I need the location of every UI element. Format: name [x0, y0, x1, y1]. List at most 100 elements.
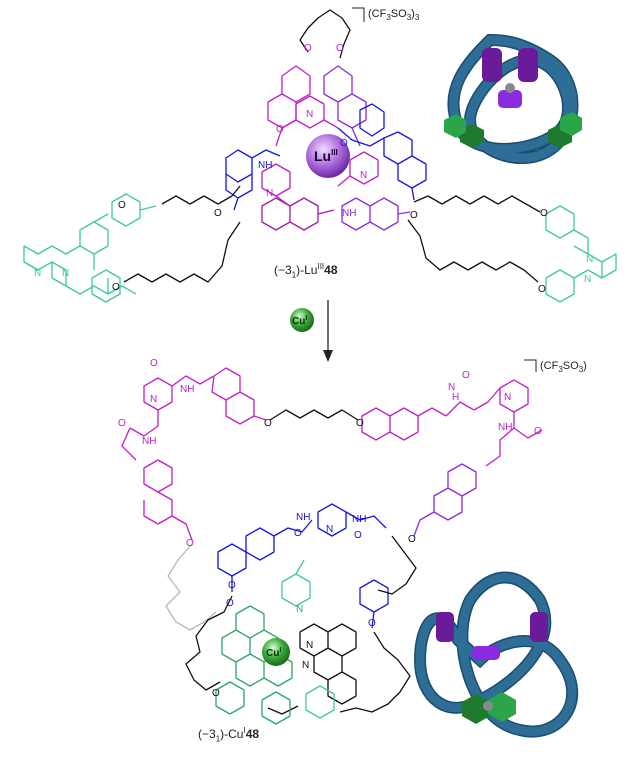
- bottom-knot-cartoon: [413, 571, 579, 738]
- svg-text:O: O: [150, 358, 158, 369]
- bottom-left-naphthalene: [143, 459, 193, 541]
- svg-text:O: O: [336, 43, 344, 54]
- svg-text:N: N: [504, 392, 511, 403]
- top-name-mid: )-Lu: [296, 263, 318, 277]
- bottom-name-ox: I: [243, 726, 246, 735]
- bottom-black-ether-lower-right: [339, 631, 411, 713]
- svg-text:N: N: [586, 254, 593, 265]
- svg-text:N: N: [360, 170, 367, 181]
- lu-ion-sphere: [306, 134, 350, 178]
- svg-text:NH: NH: [142, 436, 156, 447]
- svg-text:O: O: [408, 534, 416, 545]
- bottom-right-naphthalene: [413, 463, 477, 537]
- top-trefoil-knot-cartoon: [444, 33, 582, 165]
- top-complex-structure: [23, 9, 617, 303]
- svg-text:O: O: [228, 580, 236, 591]
- top-right-ether-lower: [407, 219, 539, 283]
- top-left-phenyl: [91, 193, 157, 303]
- top-left-ether-lower: [123, 221, 241, 283]
- svg-text:O: O: [410, 210, 418, 221]
- top-charge-bracket: [352, 7, 365, 22]
- svg-text:N: N: [306, 109, 313, 120]
- svg-text:O: O: [538, 284, 546, 295]
- svg-text:O: O: [462, 370, 470, 381]
- svg-text:N: N: [34, 268, 41, 279]
- top-name-ox: III: [317, 262, 325, 271]
- bottom-compound-number: 48: [245, 727, 260, 741]
- top-right-phen-arm: [545, 205, 617, 303]
- svg-text:O: O: [186, 538, 194, 549]
- svg-text:N: N: [62, 268, 69, 279]
- bottom-compound-name: (−31)-CuI48: [198, 726, 259, 743]
- top-naphthalene-right: [323, 65, 367, 147]
- cu-reagent-sphere: [290, 308, 314, 332]
- svg-text:N: N: [306, 640, 313, 651]
- top-atom-labels: O O N N N NH NH O O O O O O O O N N N N: [34, 43, 593, 295]
- top-blue-arm: [337, 103, 427, 201]
- top-counterion-label: (CF3SO3)3: [368, 8, 420, 23]
- top-blue-arm-left: [225, 149, 281, 211]
- bottom-phen-dark: [299, 623, 357, 705]
- top-naphthalene-bottom: [261, 197, 335, 231]
- svg-text:N: N: [296, 604, 303, 615]
- bottom-blue-strand: [217, 503, 389, 629]
- top-naphthalene-left: [267, 65, 311, 147]
- svg-text:O: O: [534, 426, 542, 437]
- svg-text:O: O: [276, 124, 284, 135]
- bottom-complex-structure: [121, 367, 543, 725]
- bottom-teal-phenyl: [281, 559, 335, 719]
- svg-text:O: O: [340, 138, 348, 149]
- svg-text:NH: NH: [498, 422, 512, 433]
- bottom-counterion-label: (CF3SO3): [540, 360, 587, 375]
- bottom-grey-ether-chain: [165, 543, 217, 631]
- svg-text:O: O: [226, 598, 234, 609]
- bottom-charge-bracket: [524, 359, 537, 372]
- bottom-name-prefix: (−3: [198, 727, 216, 741]
- svg-text:NH: NH: [352, 514, 366, 525]
- bottom-upper-strand-right: [361, 379, 543, 467]
- cu-reagent-label: CuI: [292, 315, 307, 327]
- svg-text:O: O: [294, 528, 302, 539]
- svg-text:NH: NH: [296, 512, 310, 523]
- lu-ion-label: LuIII: [314, 148, 338, 164]
- svg-text:H: H: [452, 392, 459, 403]
- svg-text:N: N: [150, 394, 157, 405]
- top-alkene-linker: [299, 9, 351, 59]
- svg-text:O: O: [264, 418, 272, 429]
- svg-text:NH: NH: [258, 160, 272, 171]
- top-right-ether-upper: [413, 195, 541, 213]
- svg-text:O: O: [112, 282, 120, 293]
- reaction-arrow: [323, 300, 333, 362]
- cu-ion-sphere: [262, 638, 290, 666]
- svg-text:O: O: [540, 208, 548, 219]
- svg-text:N: N: [584, 274, 591, 285]
- bottom-black-ether-left: [185, 595, 233, 691]
- svg-text:O: O: [212, 688, 220, 699]
- svg-text:O: O: [354, 530, 362, 541]
- top-name-prefix: (−3: [274, 263, 292, 277]
- bottom-atom-labels: O NH N NH O O O O H N N NH O O O NH O N …: [118, 358, 542, 699]
- top-compound-number: 48: [324, 263, 338, 277]
- svg-text:O: O: [356, 418, 364, 429]
- top-pyridine-upper: [281, 95, 339, 129]
- bottom-alkene-linker: [269, 409, 359, 421]
- top-compound-name: (−31)-LuIII48: [274, 262, 338, 279]
- top-left-ether-upper: [161, 185, 241, 205]
- svg-text:O: O: [214, 208, 222, 219]
- svg-text:NH: NH: [180, 384, 194, 395]
- top-pyridine-right: [337, 151, 379, 187]
- svg-text:O: O: [118, 200, 126, 211]
- svg-text:N: N: [302, 660, 309, 671]
- svg-text:O: O: [118, 418, 126, 429]
- svg-text:O: O: [304, 43, 312, 54]
- svg-text:N: N: [326, 524, 333, 535]
- svg-text:N: N: [448, 382, 455, 393]
- cu-ion-label: CuI: [266, 647, 281, 659]
- top-name-sub: 1: [291, 270, 297, 280]
- bottom-upper-strand: [121, 367, 267, 461]
- bottom-name-mid: )-Cu: [220, 727, 244, 741]
- svg-text:NH: NH: [342, 208, 356, 219]
- top-naphthalene-bottom-right: [341, 197, 411, 231]
- bottom-black-ether-bottom: [267, 705, 299, 715]
